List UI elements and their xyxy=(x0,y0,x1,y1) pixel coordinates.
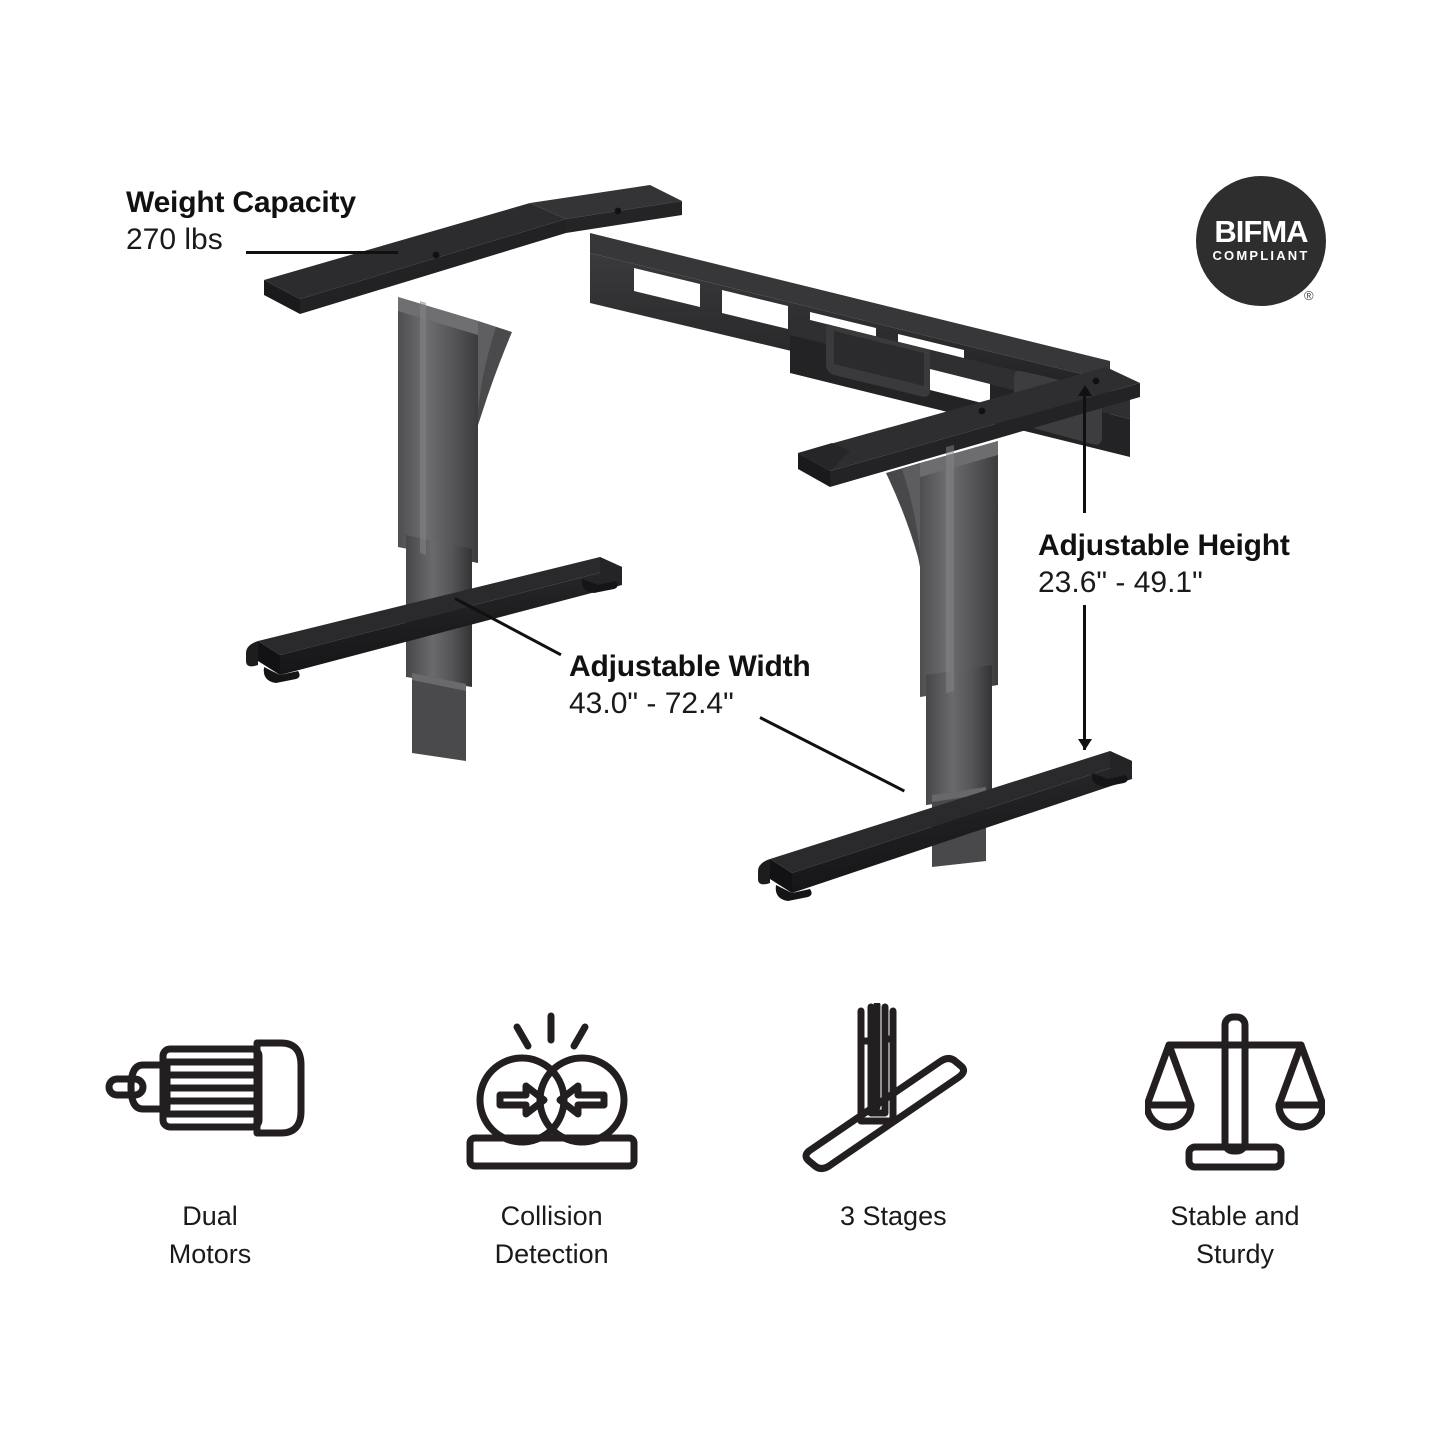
adjustable-height-title: Adjustable Height xyxy=(1038,529,1290,562)
feature-collision-detection: Collision Detection xyxy=(402,995,702,1274)
badge-main-text: BIFMA xyxy=(1214,214,1308,249)
scales-icon xyxy=(1144,995,1325,1185)
feature-label: Stable and Sturdy xyxy=(1170,1201,1300,1270)
weight-capacity-value: 270 lbs xyxy=(126,222,223,256)
collision-icon xyxy=(462,995,642,1185)
feature-stable-and-sturdy: Stable and Sturdy xyxy=(1085,995,1385,1274)
feature-label: Dual Motors xyxy=(168,1201,252,1270)
callout-adjustable-width: Adjustable Width 43.0" - 72.4" xyxy=(569,650,811,723)
registered-trademark-icon: ® xyxy=(1304,288,1314,303)
height-dimension-line-top xyxy=(1083,388,1086,513)
callout-adjustable-height: Adjustable Height 23.6" - 49.1" xyxy=(1038,529,1290,602)
feature-label: Collision Detection xyxy=(494,1201,609,1270)
left-top-bracket xyxy=(264,185,682,314)
motor-icon xyxy=(105,995,315,1185)
adjustable-width-title: Adjustable Width xyxy=(569,650,811,683)
height-arrow-down-icon xyxy=(1078,739,1092,750)
right-top-bracket xyxy=(798,367,1140,487)
feature-list: Dual Motors xyxy=(60,995,1385,1325)
height-arrow-up-icon xyxy=(1078,385,1092,396)
left-leg-column xyxy=(398,297,512,761)
adjustable-width-value: 43.0" - 72.4" xyxy=(569,686,734,720)
feature-label: 3 Stages xyxy=(840,1201,947,1231)
standing-desk-frame-illustration xyxy=(230,175,1160,905)
callout-weight-capacity: Weight Capacity 270 lbs xyxy=(126,186,356,259)
badge-sub-text: COMPLIANT xyxy=(1212,248,1310,263)
desk-frame-svg xyxy=(246,185,1140,901)
three-stage-icon xyxy=(793,995,993,1185)
left-foot xyxy=(246,557,622,683)
feature-three-stages: 3 Stages xyxy=(743,995,1043,1235)
weight-leader-line xyxy=(246,251,398,254)
bifma-compliant-badge: BIFMA COMPLIANT xyxy=(1196,176,1326,306)
feature-dual-motors: Dual Motors xyxy=(60,995,360,1274)
right-foot xyxy=(758,751,1132,901)
adjustable-height-value: 23.6" - 49.1" xyxy=(1038,565,1203,599)
weight-capacity-title: Weight Capacity xyxy=(126,186,356,219)
badge-circle xyxy=(1196,176,1326,306)
height-dimension-line-bottom xyxy=(1083,605,1086,750)
